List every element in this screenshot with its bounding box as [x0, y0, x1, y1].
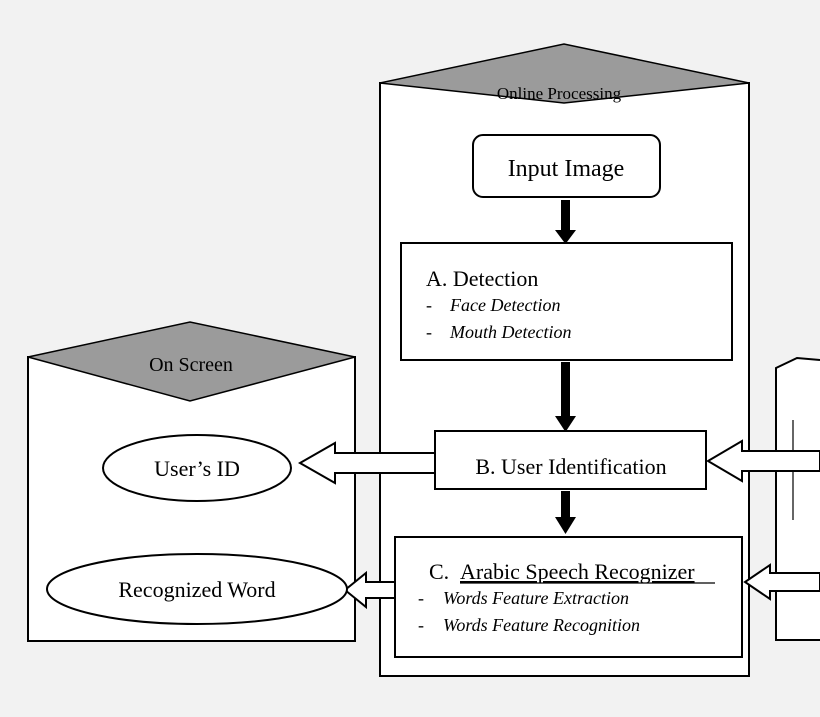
- detection-title: A. Detection: [426, 266, 538, 291]
- speech-recognizer-box: C. Arabic Speech Recognizer - Words Feat…: [394, 536, 743, 658]
- user-id-label: User’s ID: [154, 456, 240, 481]
- arrow-detection-to-identification: [555, 362, 576, 432]
- user-id-ellipse: [102, 434, 292, 502]
- input-image-box: Input Image: [472, 134, 661, 198]
- input-image-label: Input Image: [508, 156, 625, 182]
- arrow-shaft: [561, 200, 570, 232]
- input-image-frame: [472, 134, 661, 198]
- recognizer-item-1-bullet: -: [418, 588, 424, 608]
- online-panel-header-diamond: [379, 43, 750, 104]
- hollow-arrow-to-user-id: [297, 441, 436, 485]
- hollow-arrow-to-recognized-word: [343, 570, 396, 610]
- recognizer-item-1: Words Feature Extraction: [443, 588, 629, 608]
- detection-item-1: Face Detection: [449, 295, 560, 315]
- recognizer-title: Arabic Speech Recognizer: [460, 559, 695, 584]
- user-identification-box: B. User Identification: [434, 430, 707, 490]
- hollow-arrow-into-recognizer: [743, 563, 820, 601]
- detection-item-2-bullet: -: [426, 322, 432, 342]
- recognizer-prefix: C.: [429, 559, 449, 584]
- arrow-head: [555, 517, 576, 534]
- recognizer-frame: [394, 536, 743, 658]
- detection-item-1-bullet: -: [426, 295, 432, 315]
- arrow-identification-to-recognizer: [555, 491, 576, 534]
- right-edge-panel: [775, 356, 820, 641]
- recognized-word-ellipse: [46, 553, 348, 625]
- arrow-input-to-detection: [555, 200, 576, 244]
- recognizer-item-2-bullet: -: [418, 615, 424, 635]
- screen-panel-header-label: On Screen: [149, 354, 233, 376]
- arrow-head: [555, 230, 576, 244]
- arrow-shaft: [561, 362, 570, 418]
- user-id-output: User’s ID: [102, 434, 292, 502]
- screen-panel-header-diamond: [27, 321, 356, 402]
- right-panel-body: [775, 356, 820, 641]
- recognized-word-output: Recognized Word: [46, 553, 348, 625]
- arrow-head: [555, 416, 576, 432]
- detection-frame: [400, 242, 733, 361]
- hollow-arrow-into-identification: [706, 439, 820, 483]
- identification-title: B. User Identification: [475, 454, 666, 479]
- detection-box: A. Detection - Face Detection - Mouth De…: [400, 242, 733, 361]
- recognized-word-label: Recognized Word: [118, 577, 275, 602]
- arrow-shaft: [561, 491, 570, 519]
- detection-item-2: Mouth Detection: [449, 322, 571, 342]
- online-panel-header-label: Online Processing: [497, 84, 622, 103]
- recognizer-item-2: Words Feature Recognition: [443, 615, 640, 635]
